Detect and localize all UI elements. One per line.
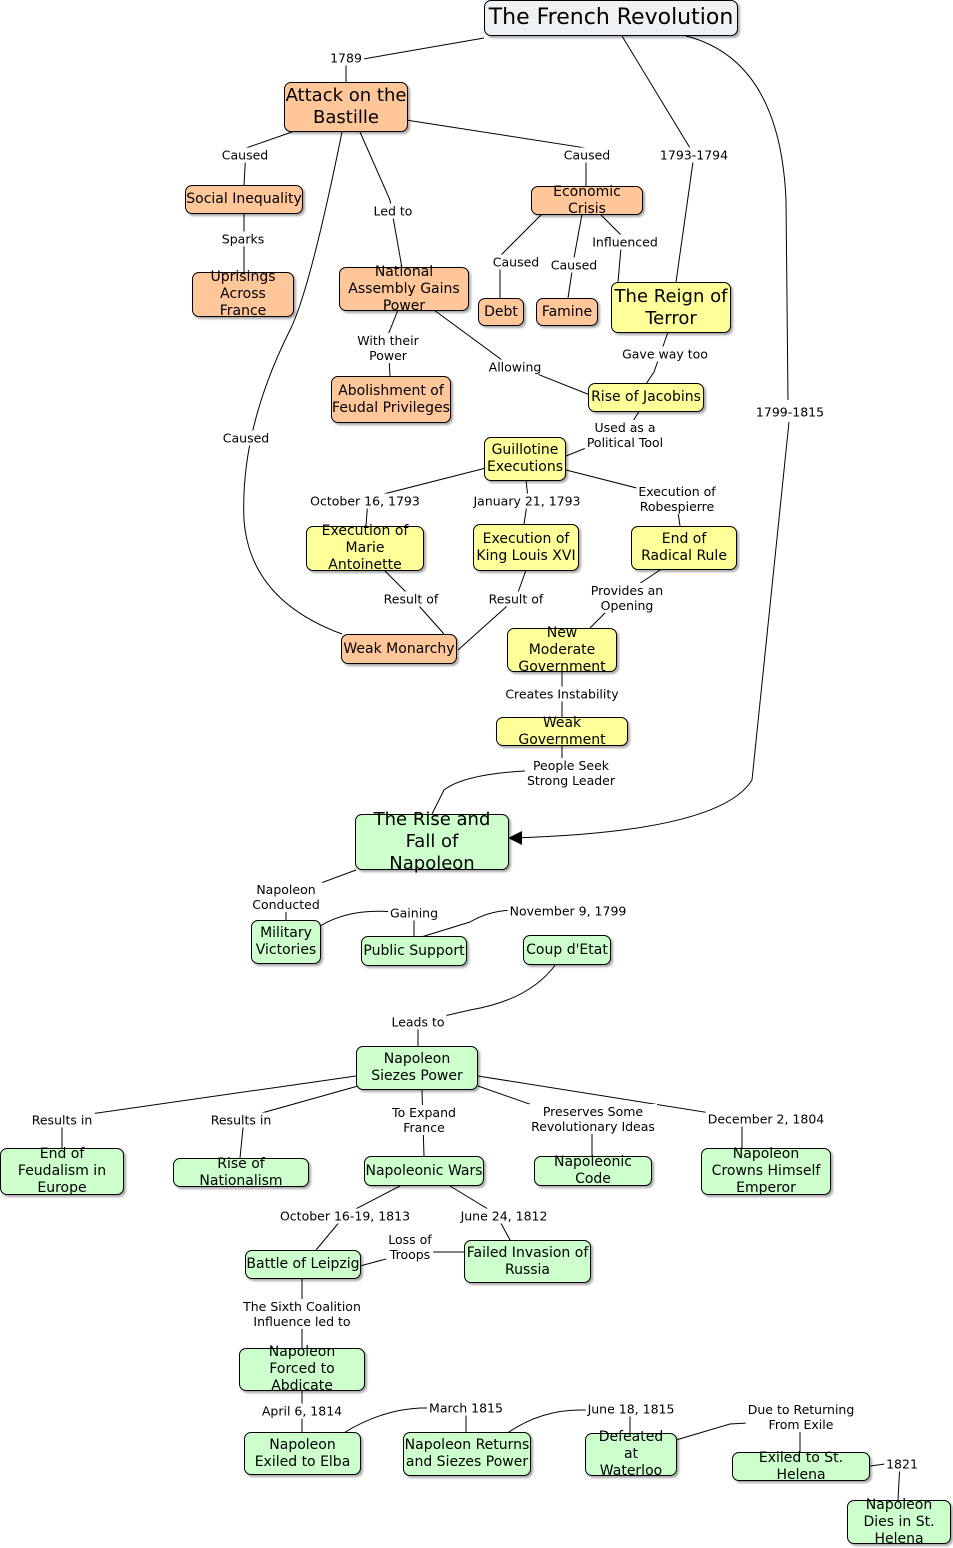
node-abolishment[interactable]: Abolishment of Feudal Privileges xyxy=(331,376,451,423)
label-oct16: October 16, 1793 xyxy=(308,493,422,509)
link-weak-monarchy xyxy=(243,131,343,635)
label-caused-weak-monarchy: Caused xyxy=(220,430,272,446)
node-coup[interactable]: Coup d'Etat xyxy=(523,935,611,965)
label-due-returning: Due to Returning From Exile xyxy=(745,1402,857,1432)
label-dec2: December 2, 1804 xyxy=(705,1111,827,1127)
node-exiled-elba[interactable]: Napoleon Exiled to Elba xyxy=(244,1432,361,1475)
label-results-in-1: Results in xyxy=(29,1112,95,1128)
label-with-power: With their Power xyxy=(355,333,421,363)
node-exec-marie[interactable]: Execution of Marie Antoinette xyxy=(306,523,424,573)
node-weak-monarchy[interactable]: Weak Monarchy xyxy=(341,634,457,664)
node-new-moderate[interactable]: New Moderate Government xyxy=(507,625,617,675)
label-april6: April 6, 1814 xyxy=(259,1403,345,1419)
label-june18: June 18, 1815 xyxy=(585,1401,677,1417)
link-siezes xyxy=(417,963,557,1046)
arrowhead-icon xyxy=(508,831,522,845)
node-uprisings[interactable]: Uprisings Across France xyxy=(192,269,294,319)
node-economic-crisis[interactable]: Economic Crisis xyxy=(531,184,643,217)
node-social-inequality[interactable]: Social Inequality xyxy=(185,185,303,214)
node-guillotine[interactable]: Guillotine Executions xyxy=(484,437,566,481)
node-debt[interactable]: Debt xyxy=(478,298,524,326)
node-failed-invasion[interactable]: Failed Invasion of Russia xyxy=(464,1240,591,1283)
node-waterloo[interactable]: Defeated at Waterloo xyxy=(585,1429,677,1479)
label-oct16-19: October 16-19, 1813 xyxy=(277,1208,413,1224)
node-napoleon-siezes[interactable]: Napoleon Siezes Power xyxy=(356,1046,478,1090)
node-napoleon[interactable]: The Rise and Fall of Napoleon xyxy=(355,809,509,874)
label-caused-social: Caused xyxy=(219,147,271,163)
node-returns[interactable]: Napoleon Returns and Siezes Power xyxy=(403,1432,531,1476)
label-allowing: Allowing xyxy=(486,359,544,375)
link-napoleon-lower xyxy=(511,421,790,839)
label-sixth-coalition: The Sixth Coalition Influence led to xyxy=(241,1299,363,1329)
link-terror-upper xyxy=(621,35,691,149)
node-st-helena[interactable]: Exiled to St. Helena xyxy=(732,1450,870,1483)
label-sparks: Sparks xyxy=(219,231,267,247)
label-nov9: November 9, 1799 xyxy=(507,903,629,919)
node-napoleon-crowns[interactable]: Napoleon Crowns Himself Emperor xyxy=(701,1146,831,1196)
label-1821: 1821 xyxy=(884,1456,920,1472)
link-jacobins xyxy=(645,331,669,385)
label-1799-1815: 1799-1815 xyxy=(753,404,827,420)
label-exec-robespierre: Execution of Robespierre xyxy=(636,484,718,514)
label-1789: 1789 xyxy=(328,50,364,66)
label-loss-troops: Loss of Troops xyxy=(386,1232,434,1262)
label-political-tool: Used as a Political Tool xyxy=(584,420,666,450)
link-waterloo xyxy=(505,1409,631,1435)
link-assembly xyxy=(359,131,403,269)
label-jan21: January 21, 1793 xyxy=(471,493,583,509)
node-national-assembly[interactable]: National Assembly Gains Power xyxy=(339,264,469,314)
label-preserves: Preserves Some Revolutionary Ideas xyxy=(529,1104,657,1134)
node-rise-nationalism[interactable]: Rise of Nationalism xyxy=(173,1156,309,1189)
label-result-of-2: Result of xyxy=(486,591,546,607)
label-creates-instability: Creates Instability xyxy=(503,686,621,702)
node-reign-of-terror[interactable]: The Reign of Terror xyxy=(611,282,731,333)
node-battle-leipzig[interactable]: Battle of Leipzig xyxy=(245,1250,361,1279)
node-napoleonic-wars[interactable]: Napoleonic Wars xyxy=(364,1156,484,1186)
label-caused-famine: Caused xyxy=(548,257,600,273)
label-caused-debt: Caused xyxy=(490,254,542,270)
node-exec-louis[interactable]: Execution of King Louis XVI xyxy=(473,524,579,571)
label-leads-to: Leads to xyxy=(389,1014,447,1030)
label-result-of-1: Result of xyxy=(381,591,441,607)
node-weak-government[interactable]: Weak Government xyxy=(496,715,628,748)
label-gaining: Gaining xyxy=(387,905,441,921)
label-to-expand: To Expand France xyxy=(390,1105,458,1135)
node-famine[interactable]: Famine xyxy=(536,298,598,326)
label-provides-opening: Provides an Opening xyxy=(588,583,666,613)
node-end-feudalism[interactable]: End of Feudalism in Europe xyxy=(0,1146,124,1196)
label-results-in-2: Results in xyxy=(208,1112,274,1128)
label-june24: June 24, 1812 xyxy=(458,1208,550,1224)
label-influenced: Influenced xyxy=(590,234,660,250)
node-end-radical[interactable]: End of Radical Rule xyxy=(631,526,737,570)
label-1793-1794: 1793-1794 xyxy=(657,147,731,163)
label-march1815: March 1815 xyxy=(427,1400,505,1416)
node-napoleon-dies[interactable]: Napoleon Dies in St. Helena xyxy=(847,1497,951,1547)
node-napoleonic-code[interactable]: Napoleonic Code xyxy=(534,1154,652,1187)
node-attack-bastille[interactable]: Attack on the Bastille xyxy=(284,82,408,132)
node-rise-jacobins[interactable]: Rise of Jacobins xyxy=(588,383,704,412)
label-napoleon-conducted: Napoleon Conducted xyxy=(250,882,322,912)
label-gave-way: Gave way too xyxy=(620,346,710,362)
link-returns xyxy=(341,1407,467,1435)
node-forced-abdicate[interactable]: Napoleon Forced to Abdicate xyxy=(239,1344,365,1394)
node-public-support[interactable]: Public Support xyxy=(361,936,467,966)
label-people-seek: People Seek Strong Leader xyxy=(524,758,618,788)
node-french-revolution[interactable]: The French Revolution xyxy=(484,0,738,36)
label-caused-economic: Caused xyxy=(561,147,613,163)
label-led-to: Led to xyxy=(371,203,415,219)
link-terror-lower xyxy=(675,161,694,283)
link-napoleon-upper xyxy=(685,35,789,401)
node-military-victories[interactable]: Military Victories xyxy=(251,920,321,964)
